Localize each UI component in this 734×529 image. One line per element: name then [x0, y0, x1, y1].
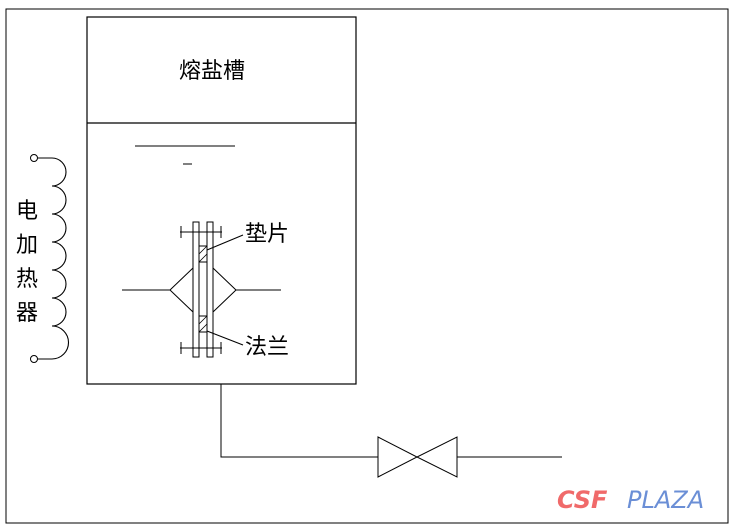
flange-plate-right — [206, 221, 214, 358]
tank-title: 熔盐槽 — [179, 59, 245, 84]
gasket-leader — [206, 234, 244, 251]
gasket-lower-hatch — [198, 315, 208, 333]
drawing-frame — [5, 8, 729, 524]
flange-label: 法兰 — [245, 335, 289, 360]
watermark-text-csf: CSF — [557, 486, 608, 514]
gate-valve — [377, 436, 458, 478]
heater-label-char-2: 加 — [16, 233, 38, 258]
cone-left — [169, 267, 194, 313]
gasket-lower — [198, 315, 208, 333]
drain-pipe — [220, 384, 378, 458]
heater-coil — [51, 157, 70, 360]
watermark-text-plaza: PLAZA — [627, 486, 704, 514]
heater-label-char-3: 热 — [16, 267, 38, 292]
gasket-upper-hatch — [198, 245, 208, 263]
flange-assembly: 垫片 法兰 — [122, 221, 289, 360]
heater-label-char-4: 器 — [16, 301, 38, 326]
heater-label-char-1: 电 — [16, 199, 38, 224]
drain-line — [220, 384, 562, 478]
heater-terminal-bottom — [30, 355, 38, 363]
molten-salt-tank: 熔盐槽 — [86, 16, 357, 385]
gasket-label: 垫片 — [245, 222, 289, 247]
electric-heater: 电 加 热 器 — [16, 154, 70, 363]
cone-right — [212, 267, 237, 313]
csfplaza-watermark: CSF PLAZA — [557, 486, 704, 514]
gasket-upper — [198, 245, 208, 263]
flange-plate-left — [192, 221, 200, 358]
flange-leader — [206, 330, 244, 346]
heater-terminal-top — [30, 154, 38, 162]
